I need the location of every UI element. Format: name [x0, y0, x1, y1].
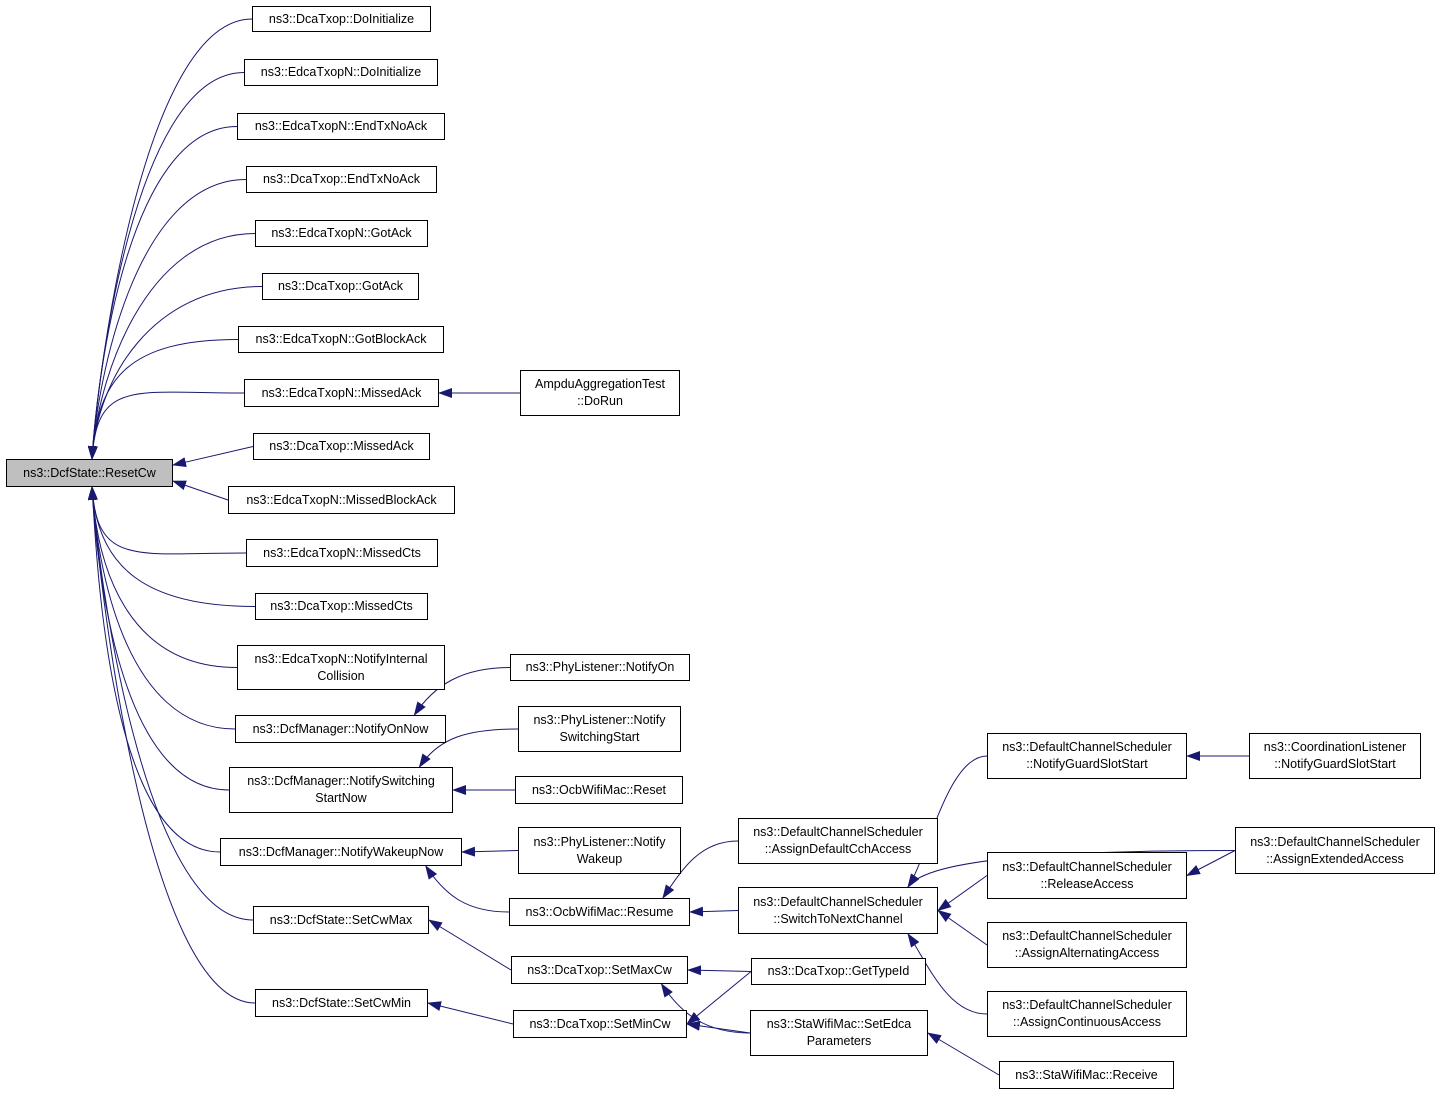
edge-dcs_extended-to-dcs_release: [1186, 850, 1236, 876]
node-dcatxop-gotack[interactable]: ns3::DcaTxop::GotAck: [262, 273, 419, 300]
node-dcfmanager-notifyonnow[interactable]: ns3::DcfManager::NotifyOnNow: [235, 715, 446, 743]
node-edcatxopn-missedblockack[interactable]: ns3::EdcaTxopN::MissedBlockAck: [228, 486, 455, 514]
node-dcfstate-setcwmin[interactable]: ns3::DcfState::SetCwMin: [255, 989, 428, 1017]
edge-dca_missedack-to-root: [172, 446, 254, 467]
edge-sta_setedca-to-dca_setmin: [686, 1020, 751, 1034]
node-ampduaggregationtest-dorun[interactable]: AmpduAggregationTest ::DoRun: [520, 370, 680, 416]
node-edcatxopn-doinitialize[interactable]: ns3::EdcaTxopN::DoInitialize: [244, 59, 438, 86]
edge-edca_notifycoll-to-root: [87, 486, 238, 668]
edge-edca_doinit-to-root: [87, 72, 245, 460]
node-phylistener-notifyswitchingstart[interactable]: ns3::PhyListener::Notify SwitchingStart: [518, 706, 681, 752]
node-ocbwifimac-reset[interactable]: ns3::OcbWifiMac::Reset: [515, 776, 683, 804]
node-defaultchannelscheduler-assigndefaultcchaccess[interactable]: ns3::DefaultChannelScheduler ::AssignDef…: [738, 818, 938, 864]
node-edcatxopn-missedcts[interactable]: ns3::EdcaTxopN::MissedCts: [246, 539, 438, 567]
edge-dcs_guard-to-dcs_switchnext: [907, 755, 988, 888]
node-defaultchannelscheduler-switchtonextchannel[interactable]: ns3::DefaultChannelScheduler ::SwitchToN…: [738, 887, 938, 934]
edge-dcfm_onnow-to-root: [87, 486, 236, 730]
edge-dcf_setmin-to-root: [87, 486, 256, 1004]
edge-dca_setmin-to-dcf_setmin: [427, 1001, 514, 1025]
edge-edca_missedack-to-root: [87, 391, 245, 460]
node-coordinationlistener-notifyguardslotstart[interactable]: ns3::CoordinationListener ::NotifyGuardS…: [1249, 733, 1421, 779]
node-dcatxop-endtxnoack[interactable]: ns3::DcaTxop::EndTxNoAck: [246, 166, 437, 193]
node-dcfmanager-notifyswitchingstartnow[interactable]: ns3::DcfManager::NotifySwitching StartNo…: [229, 767, 453, 813]
edge-dcs_alternating-to-dcs_switchnext: [937, 909, 988, 946]
edge-dcs_switchnext-to-ocb_resume: [689, 906, 739, 917]
edge-ocb_resume-to-dcfm_wakeup: [425, 865, 510, 913]
node-dcfstate-resetcw[interactable]: ns3::DcfState::ResetCw: [6, 459, 173, 487]
edge-dca_typeid-to-dca_setmax: [687, 965, 752, 976]
node-phylistener-notifyon[interactable]: ns3::PhyListener::NotifyOn: [510, 654, 690, 681]
edge-phy_switch-to-dcfm_switch: [418, 728, 519, 768]
node-edcatxopn-gotack[interactable]: ns3::EdcaTxopN::GotAck: [255, 220, 428, 247]
edge-edca_gotblock-to-root: [87, 339, 239, 460]
edge-edca_endtx-to-root: [87, 126, 238, 460]
node-edcatxopn-notifyinternalcollision[interactable]: ns3::EdcaTxopN::NotifyInternal Collision: [237, 645, 445, 690]
node-defaultchannelscheduler-assignextendedaccess[interactable]: ns3::DefaultChannelScheduler ::AssignExt…: [1235, 827, 1435, 874]
edge-dcs_assigndef-to-ocb_resume: [662, 840, 739, 899]
node-defaultchannelscheduler-assignalternatingaccess[interactable]: ns3::DefaultChannelScheduler ::AssignAlt…: [987, 922, 1187, 968]
node-dcfstate-setcwmax[interactable]: ns3::DcfState::SetCwMax: [253, 906, 429, 934]
edge-sta_receive-to-sta_setedca: [927, 1032, 1000, 1076]
edge-edca_missedblock-to-root: [172, 480, 229, 501]
edge-phy_on-to-dcfm_onnow: [413, 667, 511, 716]
edge-edca_missedcts-to-root: [87, 486, 247, 555]
edge-phy_wakeup-to-dcfm_wakeup: [461, 846, 519, 857]
node-ocbwifimac-resume[interactable]: ns3::OcbWifiMac::Resume: [509, 898, 690, 926]
edge-dca_missedcts-to-root: [87, 486, 256, 607]
node-edcatxopn-endtxnoack[interactable]: ns3::EdcaTxopN::EndTxNoAck: [237, 113, 445, 140]
edge-dca_setmax-to-dcf_setmax: [428, 919, 512, 971]
node-defaultchannelscheduler-assigncontinuousaccess[interactable]: ns3::DefaultChannelScheduler ::AssignCon…: [987, 991, 1187, 1037]
node-dcatxop-gettypeid[interactable]: ns3::DcaTxop::GetTypeId: [751, 958, 926, 985]
node-defaultchannelscheduler-releaseaccess[interactable]: ns3::DefaultChannelScheduler ::ReleaseAc…: [987, 852, 1187, 899]
node-dcatxop-missedack[interactable]: ns3::DcaTxop::MissedAck: [253, 433, 430, 460]
node-stawifimac-receive[interactable]: ns3::StaWifiMac::Receive: [999, 1061, 1174, 1089]
edge-dca_typeid-to-dca_setmin: [686, 971, 752, 1025]
node-defaultchannelscheduler-notifyguardslotstart[interactable]: ns3::DefaultChannelScheduler ::NotifyGua…: [987, 733, 1187, 779]
node-dcatxop-doinitialize[interactable]: ns3::DcaTxop::DoInitialize: [252, 6, 431, 32]
node-edcatxopn-gotblockack[interactable]: ns3::EdcaTxopN::GotBlockAck: [238, 326, 444, 353]
node-dcatxop-setmincw[interactable]: ns3::DcaTxop::SetMinCw: [513, 1010, 687, 1038]
edge-dcs_continuous-to-dcs_switchnext: [907, 933, 988, 1015]
edge-dcfm_wakeup-to-root: [87, 486, 221, 853]
node-dcatxop-setmaxcw[interactable]: ns3::DcaTxop::SetMaxCw: [511, 956, 688, 984]
node-stawifimac-setedcaparameters[interactable]: ns3::StaWifiMac::SetEdca Parameters: [750, 1010, 928, 1056]
node-dcatxop-missedcts[interactable]: ns3::DcaTxop::MissedCts: [255, 593, 428, 620]
node-dcfmanager-notifywakeupnow[interactable]: ns3::DcfManager::NotifyWakeupNow: [220, 838, 462, 866]
edge-dcs_release-to-dcs_switchnext: [937, 875, 988, 912]
edge-dca_gotack-to-root: [87, 286, 263, 460]
edge-dca_endtx-to-root: [87, 179, 247, 460]
node-edcatxopn-missedack[interactable]: ns3::EdcaTxopN::MissedAck: [244, 379, 439, 407]
node-phylistener-notifywakeup[interactable]: ns3::PhyListener::Notify Wakeup: [518, 827, 681, 874]
